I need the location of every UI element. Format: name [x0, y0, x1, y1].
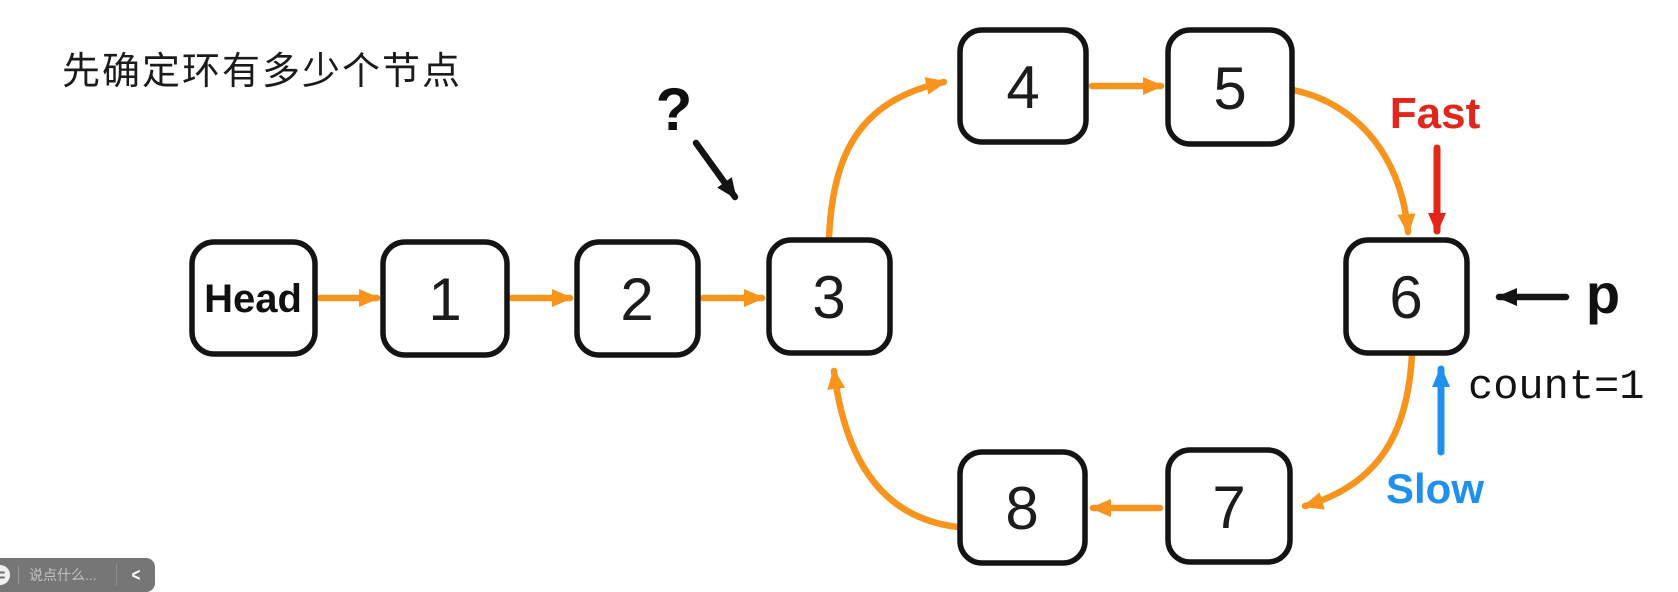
node-3: 3: [766, 237, 893, 356]
node-8: 8: [957, 449, 1088, 566]
collapse-chat-icon[interactable]: <: [131, 564, 141, 586]
node-3-label: 3: [812, 264, 845, 331]
node-5: 5: [1165, 27, 1295, 147]
slide-title: 先确定环有多少个节点: [62, 51, 462, 93]
node-head-box: [189, 239, 318, 357]
node-7-label: 7: [1212, 474, 1245, 541]
danmaku-chat-bar[interactable]: 说点什么... <: [0, 558, 155, 592]
node-4-box: [957, 27, 1089, 145]
node-head-label: Head: [204, 277, 302, 321]
arrow-5-to-6: [1289, 86, 1416, 236]
node-6: 6: [1343, 237, 1470, 356]
chat-bar-divider: [116, 564, 117, 586]
node-1-label: 1: [428, 266, 461, 333]
node-4: 4: [957, 27, 1089, 145]
node-5-label: 5: [1213, 55, 1246, 122]
orange-arrows: [316, 77, 1416, 531]
node-head: Head: [189, 239, 318, 357]
chat-input[interactable]: 说点什么...: [29, 567, 97, 583]
chat-bar-divider: [18, 566, 19, 584]
node-2-box: [574, 239, 701, 358]
arrow-3-to-4: [825, 77, 948, 242]
node-8-label: 8: [1005, 475, 1038, 542]
node-7-box: [1165, 447, 1293, 565]
black-arrows: [692, 139, 1570, 306]
node-4-label: 4: [1006, 54, 1039, 121]
node-2: 2: [574, 239, 701, 358]
node-6-box: [1343, 237, 1470, 356]
node-3-box: [766, 237, 893, 356]
node-1: 1: [380, 239, 510, 358]
arrow-question-to-node3: [692, 139, 739, 201]
arrow-6-to-7: [1301, 350, 1416, 510]
pointer-p-label: p: [1586, 262, 1620, 325]
node-8-box: [957, 449, 1088, 566]
node-2-label: 2: [620, 266, 653, 333]
node-7: 7: [1165, 447, 1293, 565]
node-5-box: [1165, 27, 1295, 147]
fast-label: Fast: [1390, 89, 1481, 138]
count-label: count=1: [1468, 363, 1644, 411]
arrow-8-to-3: [827, 367, 962, 531]
node-1-box: [380, 239, 510, 358]
slow-label: Slow: [1386, 465, 1484, 512]
question-mark-label: ?: [656, 76, 693, 143]
node-6-label: 6: [1389, 264, 1422, 331]
danmaku-icon: [0, 565, 10, 585]
